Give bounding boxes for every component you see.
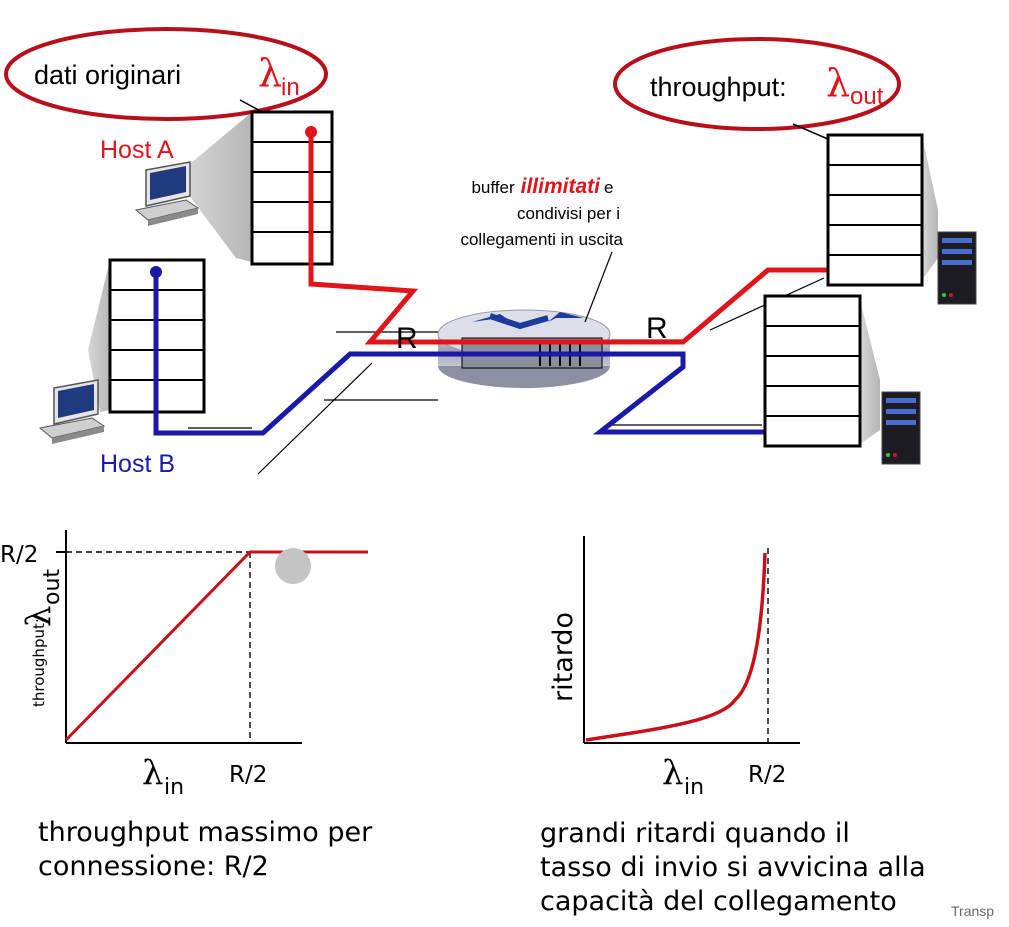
output-callout-text: throughput: [650,72,787,102]
throughput-marker-dot [275,548,311,584]
host-a-label: Host A [100,136,174,164]
throughput-caption-line2: connessione: R/2 [38,851,269,882]
host-b-source-dot [150,266,162,278]
input-callout: dati originari λ in [4,27,328,121]
lambda-out-subscript: out [850,83,884,110]
server-1-buffer-shade [922,135,938,280]
server-2-buffer [763,294,862,448]
throughput-ytick-label: R/2 [0,542,38,568]
throughput-ylabel-symbol: λ [19,605,59,627]
link-label-right: R [646,312,668,345]
throughput-ylabel: throughput: λ out [19,569,65,707]
throughput-chart: R/2 R/2 λ in throughput: λ out throughpu… [0,530,373,882]
throughput-xlabel-symbol: λ [142,753,164,793]
throughput-caption-line1: throughput massimo per [38,817,373,848]
router-note: buffer illimitati e condivisi per i colle… [460,175,623,249]
router-note-line3: collegamenti in uscita [460,230,623,249]
host-a-computer-icon [134,161,200,226]
throughput-line [64,550,368,742]
throughput-ylabel-prefix: throughput: [30,618,48,707]
delay-xlabel-sub: in [684,775,704,800]
router-note-prefix: buffer [471,178,515,197]
lambda-in-symbol: λ [258,51,282,95]
delay-ylabel: ritardo [548,612,579,702]
link-label-left: R [396,322,418,355]
host-b-computer-icon [38,379,106,444]
input-callout-text: dati originari [34,60,181,90]
router-note-pointer [584,251,613,323]
delay-caption-line2: tasso di invio si avvicina alla [540,852,926,883]
host-b-buffer-shade [88,260,110,412]
throughput-ylabel-sub: out [40,569,65,605]
router-note-suffix: e [604,178,613,197]
host-b-label: Host B [100,450,175,478]
server-2-buffer-shade [860,300,880,444]
throughput-xlabel-sub: in [164,775,184,800]
delay-caption-line3: capacità del collegamento [540,886,897,917]
output-callout: throughput: λ out [613,37,901,131]
host-a-buffer-shade [185,112,252,262]
delay-xlabel-symbol: λ [662,753,684,793]
router-note-emphasis: illimitati [521,175,602,198]
host-a-buffer [250,110,334,266]
router-note-line2: condivisi per i [517,204,620,223]
lambda-out-symbol: λ [826,61,850,105]
delay-curve [585,552,767,742]
router [437,309,611,388]
throughput-xtick-label: R/2 [229,762,267,788]
server-1-icon [937,231,977,305]
server-1-buffer [826,133,924,287]
host-b-flow-path [153,272,813,436]
delay-caption-line1: grandi ritardi quando il [540,818,850,849]
footer-fragment: Transp [951,903,994,919]
delay-chart: R/2 λ in ritardo grandi ritardi quando i… [540,536,926,917]
delay-xtick-label: R/2 [748,762,786,788]
lambda-in-subscript: in [281,74,300,101]
server-2-icon [881,391,921,465]
host-a-source-dot [305,126,317,138]
